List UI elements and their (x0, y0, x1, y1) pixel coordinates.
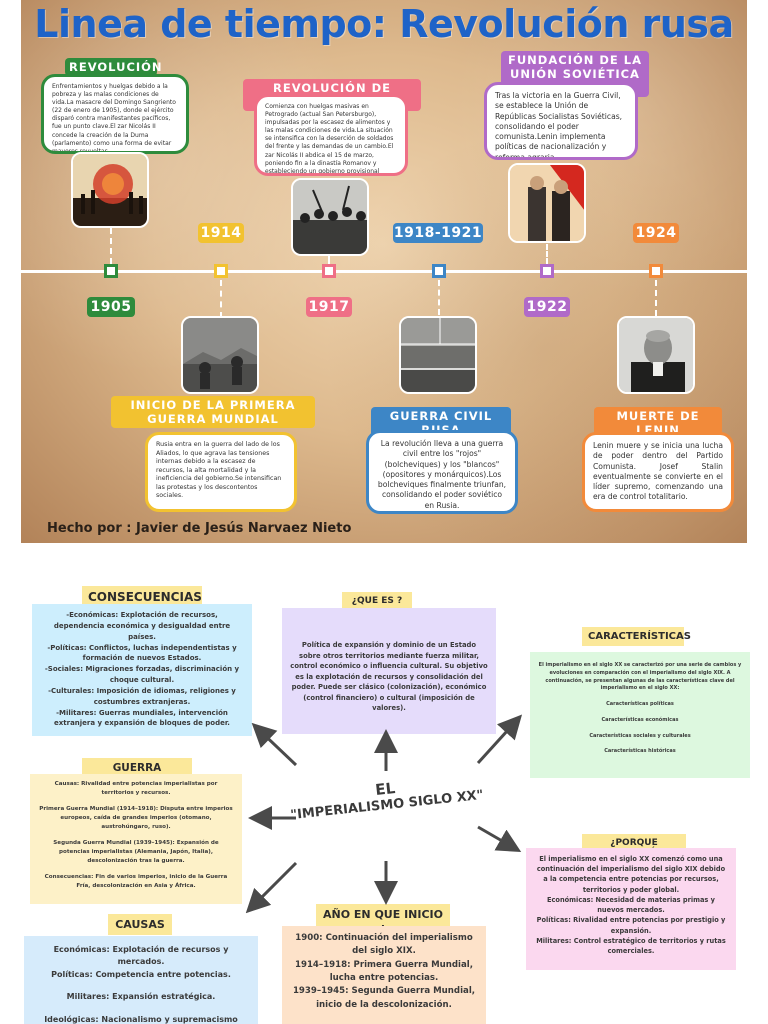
causas-line-3: Militares: Expansión estratégica. (66, 992, 216, 1002)
timeline-node-1924 (649, 264, 663, 278)
anio-inicio-line-2: 1914–1918: Primera Guerra Mundial, lucha… (294, 959, 474, 983)
photo-guerra-civil (399, 316, 477, 394)
consecuencias-line-2: -Políticas: Conflictos, luchas independe… (47, 643, 237, 663)
anio-inicio-note: 1900: Continuación del imperialismo del … (282, 926, 486, 1024)
caracteristica-item-4: Características históricas (604, 748, 676, 755)
year-tag-1924: 1924 (633, 223, 679, 243)
connector-1917 (328, 256, 330, 264)
guerra-mundial-line-2: Primera Guerra Mundial (1914–1918): Disp… (39, 806, 233, 830)
year-tag-1917: 1917 (306, 297, 352, 317)
photo-revolucion-febrero (291, 178, 369, 256)
consecuencias-line-5: -Militares: Guerras mundiales, intervenc… (54, 708, 230, 728)
porque-comenzo-line-3: Políticas: Rivalidad entre potencias por… (536, 916, 726, 935)
year-tag-1918-1921: 1918-1921 (393, 223, 483, 243)
guerra-mundial-line-1: Causas: Rivalidad entre potencias imperi… (54, 781, 218, 796)
consecuencias-note: -Económicas: Explotación de recursos, de… (32, 604, 252, 736)
causas-note: Económicas: Explotación de recursos y me… (24, 936, 258, 1024)
connector-1924 (655, 280, 657, 316)
timeline-node-1914 (214, 264, 228, 278)
porque-comenzo-line-4: Militares: Control estratégico de territ… (536, 936, 726, 955)
photo-fundacion-urss (508, 163, 586, 243)
guerra-mundial-line-4: Consecuencias: Fin de varios imperios, i… (44, 874, 228, 889)
year-tag-1905: 1905 (87, 297, 135, 317)
consecuencias-line-1: -Económicas: Explotación de recursos, de… (53, 611, 231, 641)
que-es-header: ¿QUE ES ? (342, 592, 412, 610)
arrow-to-porque-comenzo (477, 825, 522, 853)
caracteristica-item-2: Características económicas (601, 716, 679, 723)
causas-header: CAUSAS (108, 914, 172, 935)
mindmap-arrows (245, 714, 523, 914)
anio-inicio-line-1: 1900: Continuación del imperialismo del … (295, 933, 473, 957)
event-desc-guerra-civil: La revolución lleva a una guerra civil e… (366, 430, 518, 514)
timeline-node-1905 (104, 264, 118, 278)
connector-1914 (220, 280, 222, 318)
arrow-to-caracteristicas (476, 714, 523, 765)
connector-1918 (438, 280, 440, 315)
poster-credit: Hecho por : Javier de Jesús Narvaez Niet… (47, 521, 352, 536)
timeline-axis (21, 270, 747, 273)
event-desc-lenin: Lenin muere y se inicia una lucha de pod… (582, 432, 734, 512)
causas-line-4: Ideológicas: Nacionalismo y supremacismo (44, 1014, 238, 1024)
photo-lenin (617, 316, 695, 394)
caracteristicas-header: CARACTERÍSTICAS (582, 627, 691, 646)
event-title-revolucion: REVOLUCIÓN (65, 58, 162, 76)
porque-comenzo-line-1: El imperialismo en el siglo XX comenzó c… (536, 855, 726, 894)
causas-line-2: Políticas: Competencia entre potencias. (51, 969, 231, 979)
timeline-node-1917 (322, 264, 336, 278)
timeline-node-1918-1921 (432, 264, 446, 278)
causas-line-1: Económicas: Explotación de recursos y me… (53, 945, 229, 967)
event-title-primera-guerra: INICIO DE LA PRIMERA GUERRA MUNDIAL (111, 396, 315, 428)
event-desc-urss: Tras la victoria en la Guerra Civil, se … (484, 82, 638, 160)
consecuencias-header: CONSECUENCIAS (82, 586, 202, 608)
arrow-to-causas (245, 861, 298, 914)
photo-revolucion-1905 (71, 152, 149, 228)
guerra-mundial-line-3: Segunda Guerra Mundial (1939–1945): Expa… (53, 840, 219, 864)
guerra-mundial-note: Causas: Rivalidad entre potencias imperi… (30, 774, 242, 904)
que-es-note: Política de expansión y dominio de un Es… (282, 608, 496, 734)
porque-comenzo-note: El imperialismo en el siglo XX comenzó c… (526, 848, 736, 970)
caracteristicas-intro: El imperialismo en el siglo XX se caract… (538, 662, 742, 692)
caracteristica-item-1: Características políticas (606, 701, 674, 707)
caracteristica-item-3: Características sociales y culturales (589, 732, 691, 739)
connector-1905 (110, 228, 112, 264)
year-tag-1914: 1914 (198, 223, 244, 243)
event-desc-revolucion: Enfrentamientos y huelgas debido a la po… (41, 74, 189, 154)
porque-comenzo-line-2: Económicas: Necesidad de materias primas… (547, 895, 715, 915)
timeline-node-1922 (540, 264, 554, 278)
photo-primera-guerra (181, 316, 259, 394)
timeline-poster: Linea de tiempo: Revolución rusa 1905 19… (21, 0, 747, 543)
year-tag-1922: 1922 (524, 297, 570, 317)
caracteristicas-note: El imperialismo en el siglo XX se caract… (530, 652, 750, 778)
consecuencias-line-3: -Sociales: Migraciones forzadas, discrim… (44, 665, 240, 685)
connector-1922 (546, 244, 548, 264)
consecuencias-line-4: -Culturales: Imposición de idiomas, reli… (48, 686, 236, 706)
poster-title: Linea de tiempo: Revolución rusa (34, 2, 734, 46)
anio-inicio-line-3: 1939–1945: Segunda Guerra Mundial, inici… (292, 986, 476, 1010)
event-desc-primera-guerra: Rusia entra en la guerra del lado de los… (145, 432, 297, 512)
arrow-to-consecuencias (251, 722, 298, 767)
event-desc-febrero: Comienza con huelgas masivas en Petrogra… (254, 94, 408, 176)
